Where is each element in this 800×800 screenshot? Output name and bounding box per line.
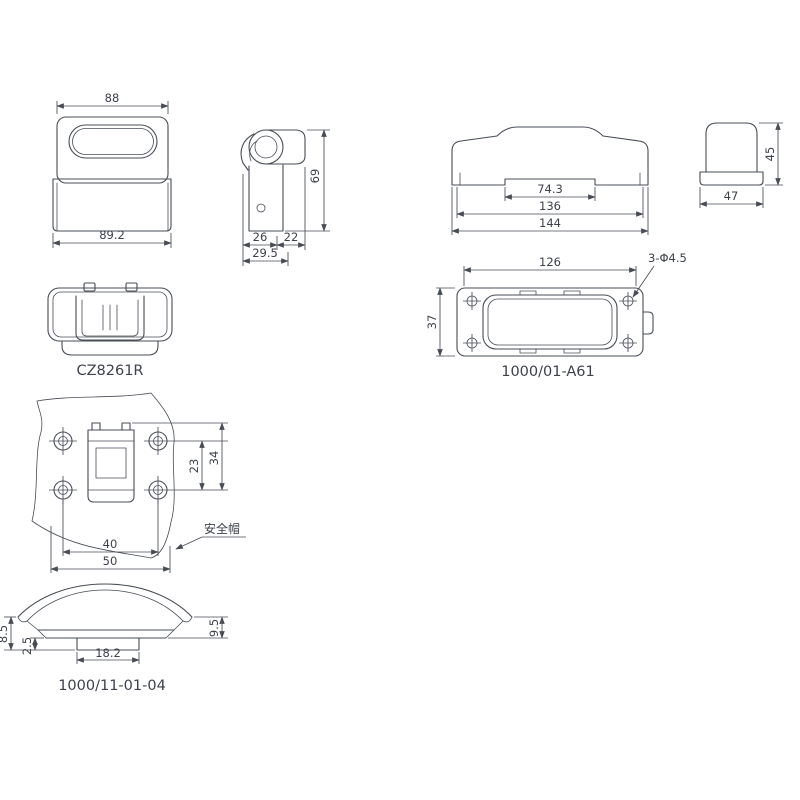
dim-text-baseplate-width: 126 [539,255,561,269]
dim-cap-height-right: 9.5 [168,616,228,639]
view-housing-side: 45 47 [699,122,783,208]
dim-text-housing-inner-width: 136 [539,199,561,213]
view-connector-bottom: CZ8261R [47,282,173,379]
view-cap-profile: 9.5 8.5 2.5 18.2 1000/11-01-04 [0,583,228,694]
dim-cap-tab-width: 18.2 [76,646,140,664]
connector-bottom-outline [47,282,173,356]
dim-text-latch-overall-depth: 29.5 [252,246,278,260]
dim-text-latch-bottom-width: 89.2 [99,228,125,242]
dim-mount-width: 50 [50,526,171,573]
dim-text-latch-top-width: 88 [105,91,120,105]
latch-side-outline [240,129,306,232]
view-baseplate-plan: 126 37 3-Φ4.5 1000/01-A61 [425,251,687,380]
screw-hole [619,292,637,310]
dim-text-housing-overall-width: 144 [539,216,561,230]
hole-callout-text: 3-Φ4.5 [648,251,687,265]
dim-text-cap-height-left: 8.5 [0,625,10,643]
dim-text-latch-body-depth: 26 [253,230,268,244]
callout-text-safety-helmet: 安全帽 [204,521,240,536]
dim-text-cap-tab-width: 18.2 [95,646,121,660]
dim-text-cap-height-right: 9.5 [207,619,221,637]
dim-baseplate-height: 37 [425,287,455,357]
dim-latch-top-width: 88 [56,91,169,114]
dim-baseplate-width: 126 [463,255,637,286]
cap-profile-outline [17,583,193,651]
mount-holes [49,427,172,504]
mount-bracket [87,422,135,503]
mount-hole [144,427,172,455]
view-latch-front: 88 89.2 [52,91,172,248]
view-mount-detail: 23 34 40 50 安全帽 [31,392,246,573]
view-latch-side: 26 22 29.5 69 [240,129,330,266]
dim-cap-step: 2.5 [20,637,44,655]
dim-text-mount-hole-spacing-v: 23 [187,459,201,474]
dim-housing-side-width: 47 [699,187,764,208]
hole-callout: 3-Φ4.5 [632,251,687,298]
dim-housing-side-height: 45 [759,122,783,186]
dim-text-cap-step: 2.5 [20,637,34,655]
break-line-boundary [31,392,175,559]
housing-side-outline [699,122,764,186]
part-label-1000-11-01-04: 1000/11-01-04 [58,678,166,694]
dim-text-housing-opening-width: 74.3 [537,182,563,196]
screw-hole [619,334,637,352]
dim-latch-bottom-width: 89.2 [52,228,172,248]
dim-mount-hole-spacing-v: 23 [172,440,228,491]
dim-mount-height: 34 [132,422,228,491]
view-housing-front: 74.3 136 144 [451,126,649,235]
dim-text-housing-side-height: 45 [763,147,777,162]
dim-housing-inner-width: 136 [456,187,644,218]
dim-cap-height-left: 8.5 [0,616,75,651]
dim-text-latch-head-depth: 22 [284,230,299,244]
latch-front-outline [52,116,172,232]
housing-front-outline [451,126,649,186]
part-label-1000-01-a61: 1000/01-A61 [501,364,595,380]
baseplate-holes [463,292,637,352]
dim-text-latch-height: 69 [308,169,322,184]
callout-safety-helmet: 安全帽 [175,521,246,550]
mount-hole [144,476,172,504]
baseplate-outline [456,287,654,357]
mount-hole [49,476,77,504]
screw-hole [463,292,481,310]
dim-latch-head-depth: 22 [276,167,306,250]
dim-text-mount-hole-spacing-h: 40 [103,537,118,551]
dim-text-baseplate-height: 37 [425,315,439,330]
dim-mount-hole-spacing-h: 40 [62,500,159,556]
part-label-cz8261r: CZ8261R [76,363,143,379]
dim-latch-height: 69 [285,129,330,232]
dim-text-mount-height: 34 [207,451,221,466]
mount-hole [49,427,77,455]
dim-text-mount-width: 50 [103,554,118,568]
dim-housing-opening-width: 74.3 [504,182,596,201]
screw-hole [463,334,481,352]
dim-text-housing-side-width: 47 [724,189,739,203]
dim-housing-overall-width: 144 [451,187,649,235]
dim-latch-overall-depth: 29.5 [242,246,289,266]
